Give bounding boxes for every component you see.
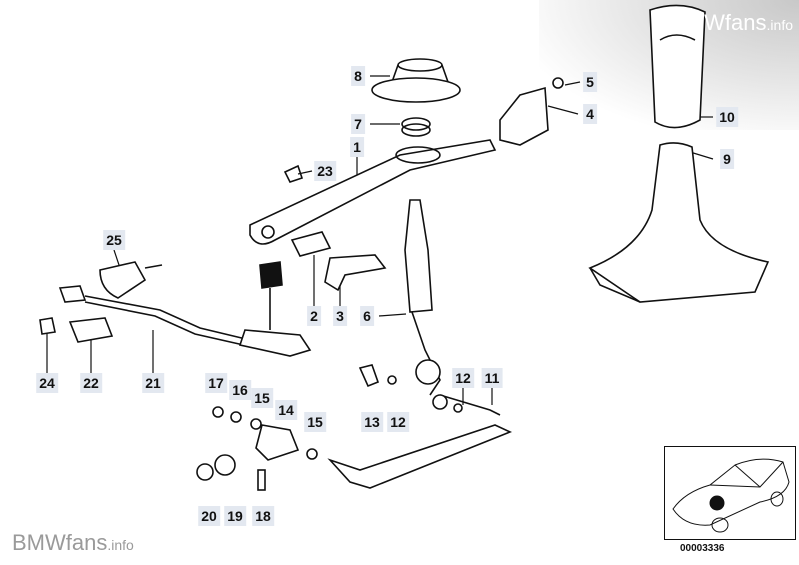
part-label-13: 13 [361,412,383,432]
watermark-brand: BMWfans [671,10,767,35]
part-label-6: 6 [360,306,374,326]
part-label-8: 8 [351,66,365,86]
shift-arm [249,77,564,245]
part-label-25: 25 [103,230,125,250]
switch-and-cable [39,261,312,357]
part-label-22: 22 [80,373,102,393]
part-label-2: 2 [307,306,321,326]
gear-lever-boot [371,58,461,137]
part-label-19: 19 [224,506,246,526]
part-label-5: 5 [583,72,597,92]
selector-rod [327,199,513,489]
shift-knob [649,4,706,129]
part-label-1: 1 [350,137,364,157]
small-parts [196,364,463,491]
watermark-suffix: .info [107,537,134,553]
part-label-15: 15 [251,388,273,408]
part-label-9: 9 [720,149,734,169]
watermark-top: BMWfans.info [671,10,793,36]
part-label-12: 12 [452,368,474,388]
part-label-18: 18 [252,506,274,526]
part-label-20: 20 [198,506,220,526]
part-label-23: 23 [314,161,336,181]
car-outline-icon [672,458,790,533]
leader-lines [46,75,714,405]
vehicle-location-inset [664,446,796,540]
part-label-21: 21 [142,373,164,393]
part-label-16: 16 [229,380,251,400]
part-label-7: 7 [351,114,365,134]
part-label-4: 4 [583,104,597,124]
part-label-15b: 15 [304,412,326,432]
part-label-12b: 12 [387,412,409,432]
bushing-and-bracket [290,231,387,292]
part-label-14: 14 [275,400,297,420]
diagram-code: 00003336 [680,543,725,554]
watermark-brand: BMWfans [12,530,108,555]
part-label-24: 24 [36,373,58,393]
part-label-11: 11 [481,368,503,388]
shift-boot [588,142,770,303]
part-label-17: 17 [205,373,227,393]
part-label-3: 3 [333,306,347,326]
part-label-10: 10 [716,107,738,127]
watermark-bottom: BMWfans.info [12,530,134,556]
watermark-suffix: .info [766,17,793,33]
